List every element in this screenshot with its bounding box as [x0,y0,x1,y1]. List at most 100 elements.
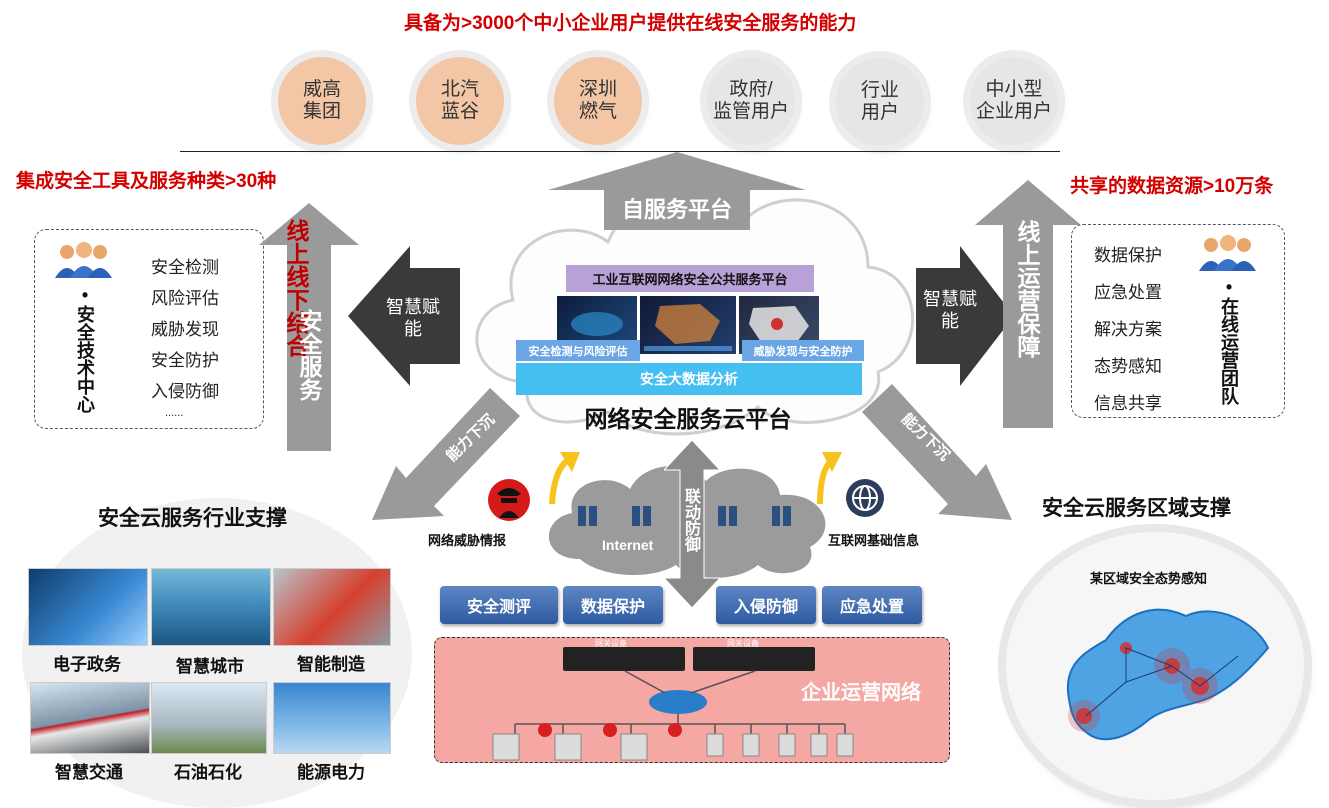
left-item: 入侵防御 [151,382,219,401]
industry-caption: 智能制造 [297,655,365,674]
online-offline-arrow [259,203,359,458]
bigdata-analysis-bar: 安全大数据分析 [516,363,862,395]
smart-manufacturing-photo [273,568,391,646]
smart-enable-left-arrow [348,246,460,391]
region-map [1066,608,1270,741]
threat-intel-label: 网络威胁情报 [428,533,507,548]
client-circle: 中小型企业用户 [970,57,1058,145]
right-item: 信息共享 [1094,394,1162,413]
dashboard-screen-2 [640,296,736,354]
service-button-data-protection[interactable]: 数据保护 [563,586,663,624]
industry-caption: 电子政务 [53,655,121,674]
client-label-line2: 用户 [860,102,899,123]
left-title: 集成安全工具及服务种类>30种 [16,171,277,192]
divider-line [180,151,1060,152]
client-label: 北汽蓝谷 [441,79,479,123]
self-service-label: 自服务平台 [621,197,732,222]
top-title: 具备为>3000个中小企业用户提供在线安全服务的能力 [404,13,857,34]
left-item: 安全检测 [151,258,219,277]
client-circle: 政府/监管用户 [707,57,795,145]
client-label-line2: 企业用户 [975,101,1052,122]
client-label: 行业用户 [861,80,899,124]
online-ops-arrow [975,180,1081,435]
region-map-title: 某区域安全态势感知 [1090,571,1208,586]
detect-assess-tag: 安全检测与风险评估 [516,340,640,361]
right-item: 应急处置 [1094,283,1162,302]
internet-label: Internet [602,537,654,553]
region-title: 安全云服务区域支撑 [1042,497,1231,520]
client-label: 深圳燃气 [579,79,617,123]
yellow-up-arrow-right [812,446,848,511]
client-label-line2: 集团 [302,101,341,122]
online-ops-team-label: •在线运营团队 [1219,277,1239,405]
client-circle: 深圳燃气 [554,57,642,145]
threat-protect-tag: 威胁发现与安全防护 [742,340,864,361]
right-title: 共享的数据资源>10万条 [1070,176,1274,197]
industry-title: 安全云服务行业支撑 [98,507,287,530]
online-ops-label: 线上运营保障 [1014,220,1040,358]
client-label-line1: 中小型 [985,79,1043,100]
client-label-line1: 深圳 [578,79,617,100]
right-service-list: 数据保护 应急处置 解决方案 态势感知 信息共享 [1094,237,1162,422]
smart-transport-photo [30,682,150,754]
right-item: 态势感知 [1094,357,1162,376]
client-label: 政府/监管用户 [713,79,789,123]
client-circle: 行业用户 [836,58,924,146]
left-item: 威胁发现 [151,320,219,339]
industry-backdrop [22,498,412,808]
right-item: 数据保护 [1094,246,1162,265]
petrochemical-photo [151,682,267,754]
gateway-label-2: 网关设备 [727,639,759,648]
platform-banner: 工业互联网网络安全公共服务平台 [566,265,814,292]
server-icons [578,498,808,543]
service-button-intrusion-prevention[interactable]: 入侵防御 [716,586,816,624]
linkage-label: 联动防御 [682,488,699,552]
smart-enable-right-arrow [916,246,1014,391]
client-circle: 北汽蓝谷 [416,57,504,145]
cloud-platform-name: 网络安全服务云平台 [584,406,792,432]
industry-caption: 能源电力 [297,763,365,782]
online-offline-red-text: 线上线下结合 [283,219,309,357]
security-tech-center-label: •安全技术中心 [75,285,95,413]
people-icon [1196,233,1258,278]
industry-caption: 石油石化 [174,763,242,782]
security-service-text: 安全服务 [296,309,322,401]
gateway-device-1 [563,647,685,671]
client-label-line1: 政府/ [729,79,773,100]
egov-photo [28,568,148,646]
industry-caption: 智慧交通 [55,763,123,782]
smart-enable-right-label: 智慧赋能 [923,289,977,331]
people-icon [53,240,113,285]
client-label-line2: 监管用户 [712,101,789,122]
linkage-arrow [662,439,722,613]
client-label-line1: 威高 [302,79,341,100]
industry-caption: 智慧城市 [176,657,244,676]
yellow-up-arrow-left [546,446,582,511]
left-service-list: 安全检测 风险评估 威胁发现 安全防护 入侵防御 ...... [151,252,219,419]
client-label-line2: 蓝谷 [440,101,479,122]
region-map-circle: 某区域安全态势感知 [1006,532,1304,800]
self-service-arrow [548,152,806,237]
sink-left-arrow [372,388,522,533]
globe-icon [845,478,885,523]
gateway-label-1: 网关设备 [595,639,627,648]
client-label-line1: 行业 [860,80,899,101]
client-label: 威高集团 [303,79,341,123]
enterprise-network-panel: 网关设备 网关设备 企业运营网络 [434,637,950,763]
sink-right-arrow [862,384,1012,531]
client-circle: 威高集团 [278,57,366,145]
left-item: 风险评估 [151,289,219,308]
enterprise-network-label: 企业运营网络 [801,682,921,704]
client-label-line2: 燃气 [578,101,617,122]
gateway-device-2 [693,647,815,671]
hacker-icon [487,478,531,527]
service-button-emergency-response[interactable]: 应急处置 [822,586,922,624]
security-tech-center-panel: •安全技术中心 安全检测 风险评估 威胁发现 安全防护 入侵防御 ...... [34,229,264,429]
energy-power-photo [273,682,391,754]
left-item: 安全防护 [151,351,219,370]
client-label: 中小型企业用户 [976,79,1052,123]
smart-city-photo [151,568,271,646]
online-ops-team-panel: 数据保护 应急处置 解决方案 态势感知 信息共享 •在线运营团队 [1071,224,1285,418]
service-button-assessment[interactable]: 安全测评 [440,586,558,624]
infra-info-label: 互联网基础信息 [828,533,920,548]
